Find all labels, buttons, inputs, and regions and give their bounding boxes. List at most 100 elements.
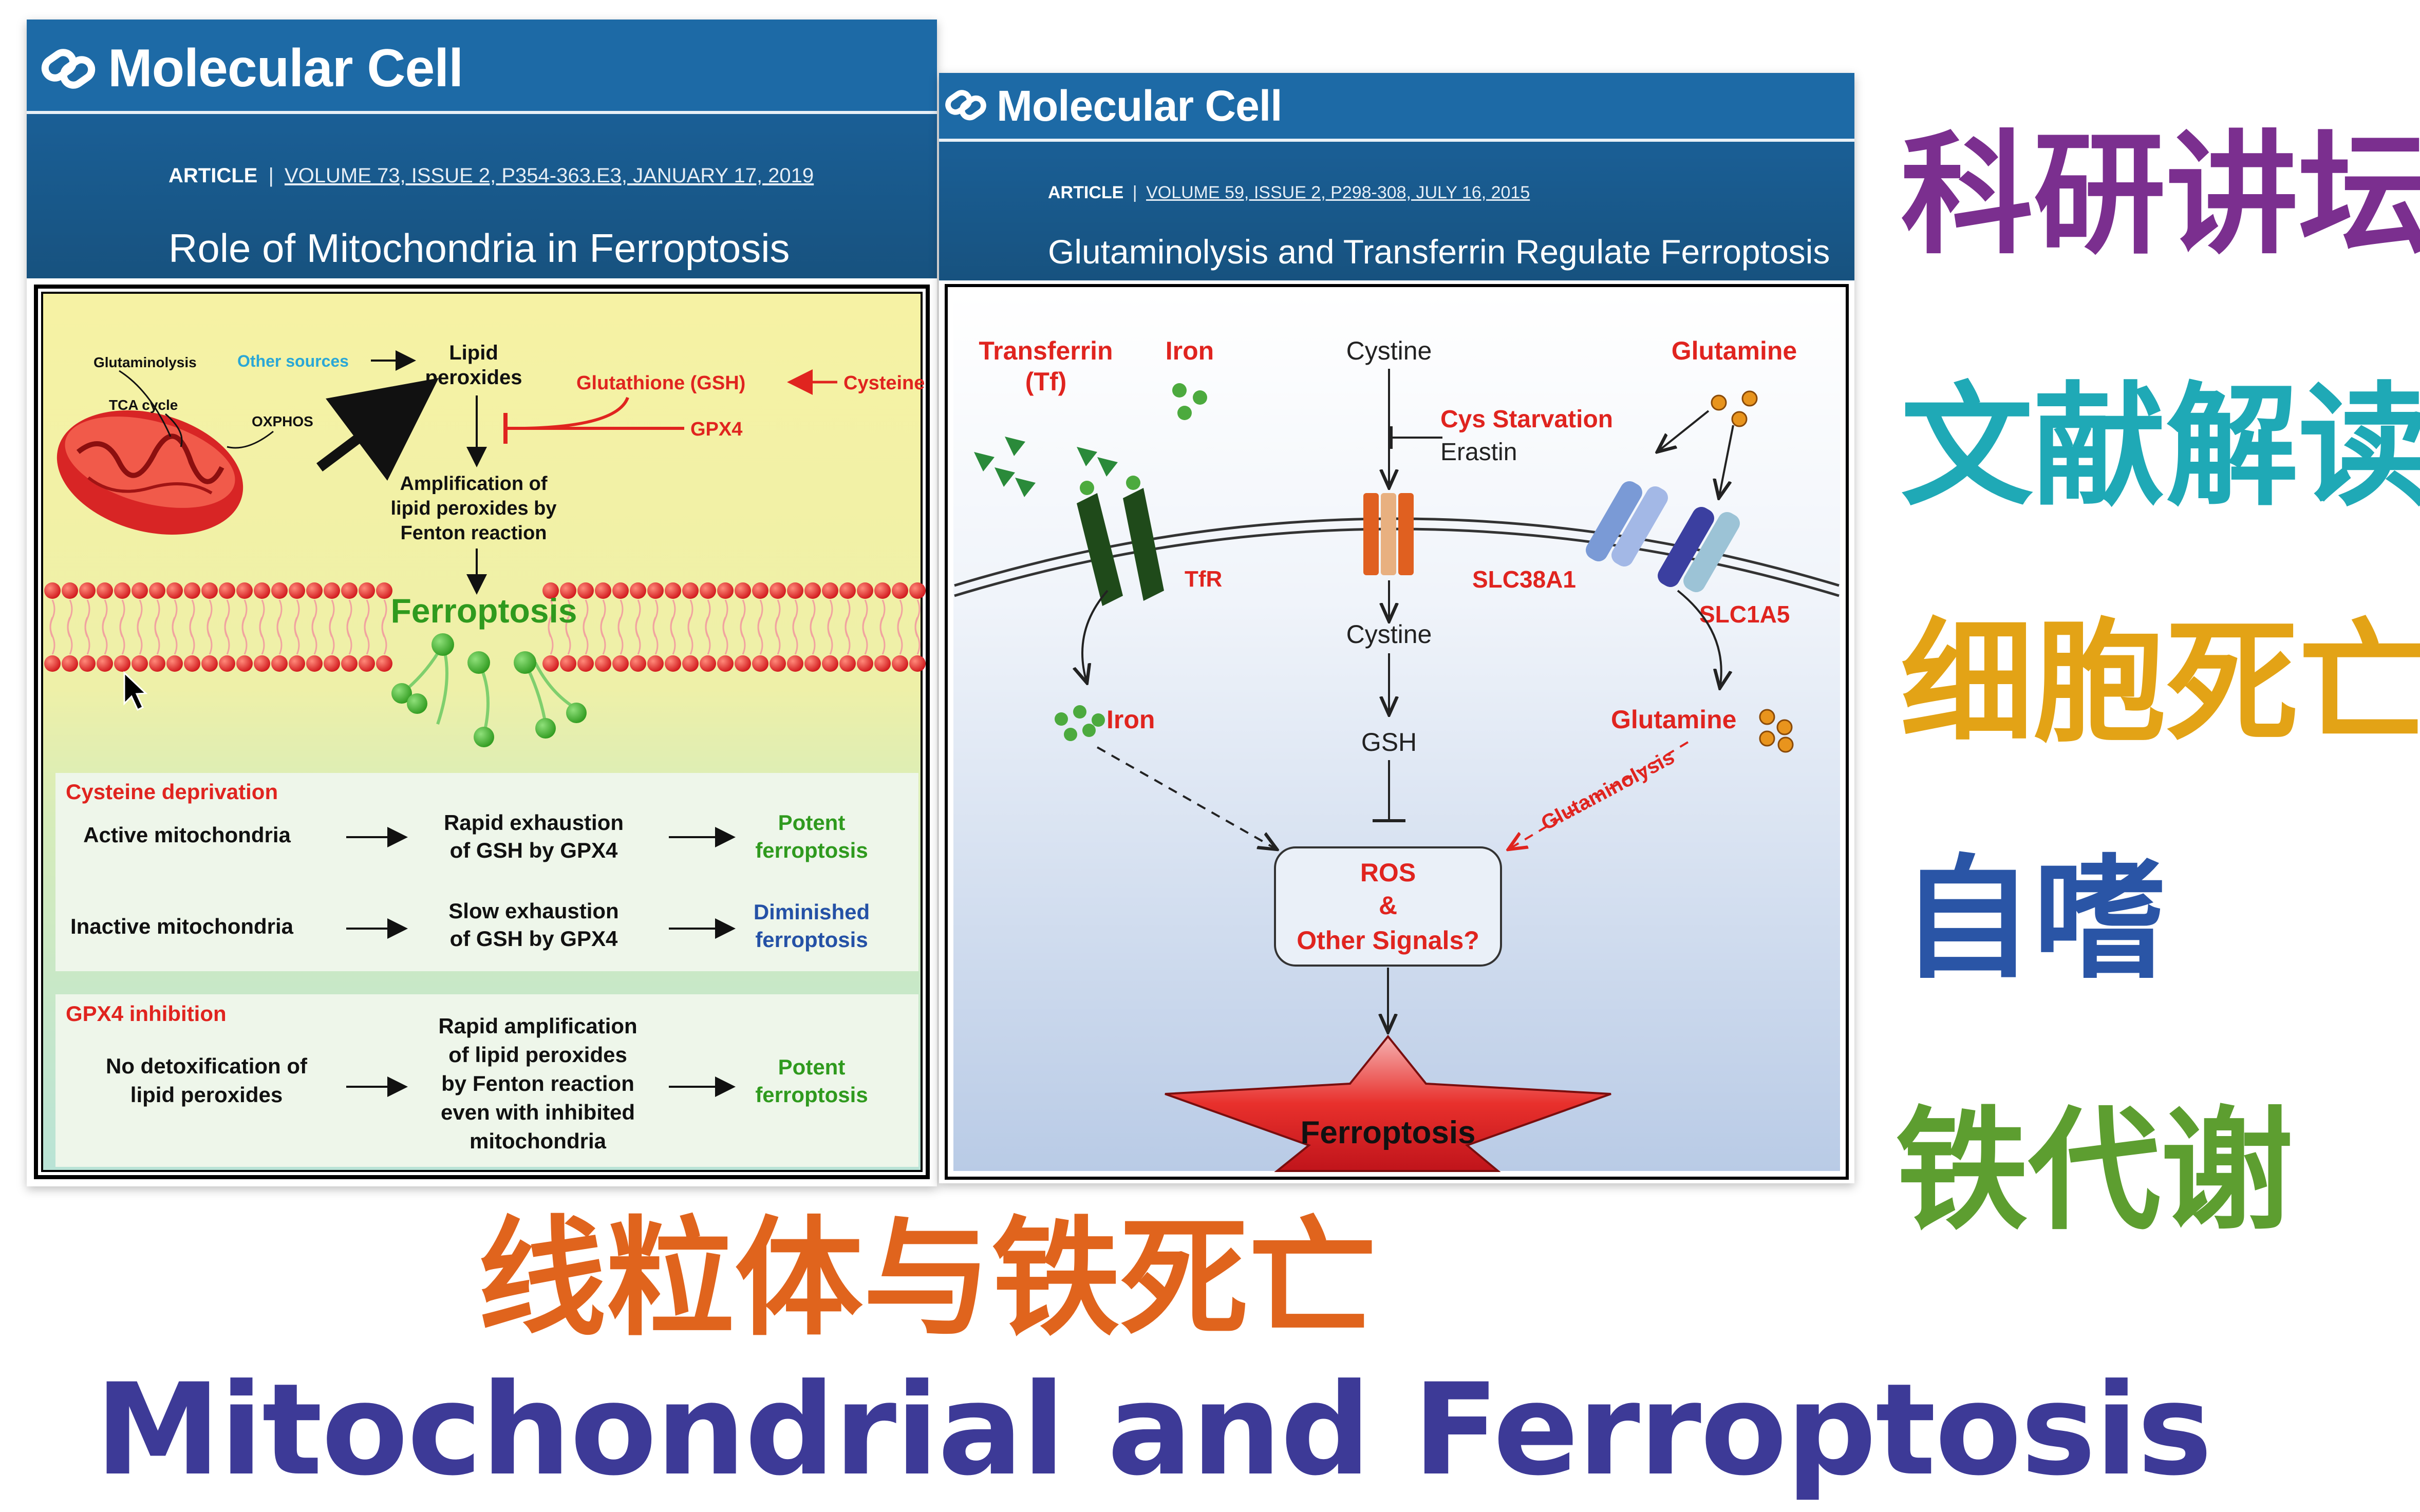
lipid-head (874, 582, 891, 599)
label-amplification-1: Amplification of (400, 473, 547, 495)
system-xc-transporter-icon (1363, 493, 1414, 575)
lipid-head (542, 582, 559, 599)
lipid-head (892, 655, 908, 672)
iron-dots-top (1172, 383, 1207, 420)
label-iron-inside: Iron (1106, 705, 1155, 734)
label-slc38a1: SLC38A1 (1472, 566, 1576, 593)
lipid-head (630, 655, 646, 672)
label-gpx4: GPX4 (690, 419, 742, 440)
released-lipid-peroxides (391, 633, 587, 747)
box1-row1-right-2: ferroptosis (755, 838, 868, 862)
lipid-head (857, 655, 873, 672)
lipid-head (892, 582, 908, 599)
box1-row1-left: Active mitochondria (83, 823, 291, 847)
article-title[interactable]: Role of Mitochondria in Ferroptosis (168, 225, 790, 271)
tfr-receptor-icon (1077, 476, 1164, 606)
lipid-head (79, 582, 96, 599)
lipid-head (341, 655, 358, 672)
lipid-head (665, 655, 681, 672)
lipid-head (700, 582, 716, 599)
lipid-head (752, 582, 768, 599)
lipid-head (306, 655, 323, 672)
label-peroxides: peroxides (425, 366, 522, 389)
lipid-head (359, 582, 375, 599)
box1-row2-mid-2: of GSH by GPX4 (450, 927, 618, 951)
box1-row2-right-2: ferroptosis (755, 928, 868, 952)
side-tag-autophagy: 自嗜 (1901, 842, 2166, 996)
box1-row1-mid-2: of GSH by GPX4 (450, 838, 618, 862)
lipid-head (219, 582, 235, 599)
lipid-head (822, 582, 838, 599)
box1-row2-mid-1: Slow exhaustion (448, 899, 618, 923)
lipid-head (79, 655, 96, 672)
lipid-head (682, 655, 699, 672)
lipid-head (114, 582, 130, 599)
lipid-head (114, 655, 130, 672)
left-figure: Glutaminolysis TCA cycle OXPHOS Other so… (34, 285, 930, 1179)
lipid-head (341, 582, 358, 599)
journal-name[interactable]: Molecular Cell (108, 39, 463, 98)
meta-separator: | (268, 164, 274, 187)
lipid-head (201, 655, 218, 672)
article-label: ARTICLE (168, 164, 258, 187)
side-tag-literature-reading: 文献解读 (1901, 370, 2420, 524)
lipid-head (219, 655, 235, 672)
label-amplification-3: Fenton reaction (400, 522, 547, 544)
article-title[interactable]: Glutaminolysis and Transferrin Regulate … (1048, 233, 1830, 271)
lipid-head (184, 582, 200, 599)
label-oxphos: OXPHOS (252, 413, 313, 429)
label-transferrin: Transferrin (979, 336, 1113, 365)
side-tag-cell-death: 细胞死亡 (1901, 606, 2420, 760)
glutamine-dots-top (1711, 390, 1758, 427)
lipid-head (289, 582, 305, 599)
article-citation[interactable]: VOLUME 73, ISSUE 2, P354-363.E3, JANUARY… (284, 164, 814, 187)
article-meta: ARTICLE | VOLUME 73, ISSUE 2, P354-363.E… (168, 164, 814, 187)
lipid-head (542, 655, 559, 672)
label-ferroptosis: Ferroptosis (1300, 1115, 1475, 1150)
box1-row2-left: Inactive mitochondria (70, 914, 294, 938)
lipid-head (630, 582, 646, 599)
box2-right-2: ferroptosis (755, 1083, 868, 1107)
lipid-head (132, 655, 148, 672)
lipid-head (149, 655, 165, 672)
label-ferroptosis: Ferroptosis (390, 592, 577, 630)
article-label: ARTICLE (1048, 183, 1124, 202)
lipid-head (44, 655, 61, 672)
ferroptosis-star (1165, 1034, 1611, 1172)
journal-name[interactable]: Molecular Cell (997, 82, 1283, 130)
side-tag-research-forum: 科研讲坛 (1901, 118, 2420, 272)
lipid-head (271, 582, 288, 599)
article-citation[interactable]: VOLUME 59, ISSUE 2, P298-308, JULY 16, 2… (1146, 183, 1530, 202)
box2-right-1: Potent (778, 1055, 846, 1079)
label-cys-starvation: Cys Starvation (1440, 406, 1613, 433)
mitochondrion-icon (57, 410, 243, 535)
label-tf: (Tf) (1025, 367, 1067, 396)
mito-to-lipid-arrow (316, 378, 439, 481)
lipid-head (770, 582, 786, 599)
iron-dots-inside (1055, 705, 1105, 741)
label-other-sources: Other sources (237, 352, 349, 370)
lipid-head (560, 582, 576, 599)
journal-link-icon (945, 90, 986, 121)
lipid-head (735, 655, 751, 672)
lipid-head (289, 655, 305, 672)
lipid-head (717, 655, 734, 672)
lipid-head (324, 582, 340, 599)
box1-row2-right-1: Diminished (754, 900, 870, 924)
lipid-head (822, 655, 838, 672)
lipid-head (735, 582, 751, 599)
lipid-head (804, 655, 821, 672)
label-cystine-top: Cystine (1346, 336, 1432, 365)
slc1a5-transporter-icon (1658, 506, 1740, 593)
lipid-head (839, 582, 856, 599)
lipid-head (254, 582, 270, 599)
label-ros: ROS (1360, 858, 1416, 887)
lipid-head (717, 582, 734, 599)
right-article-header: Molecular Cell ARTICLE | VOLUME 59, ISSU… (939, 73, 1854, 280)
lipid-head (665, 582, 681, 599)
box2-mid-2: of lipid peroxides (448, 1043, 627, 1067)
box2-mid-4: even with inhibited (441, 1100, 635, 1124)
lipid-head (787, 582, 803, 599)
label-ampersand: & (1379, 891, 1397, 920)
box1-row1-mid-1: Rapid exhaustion (444, 810, 624, 835)
